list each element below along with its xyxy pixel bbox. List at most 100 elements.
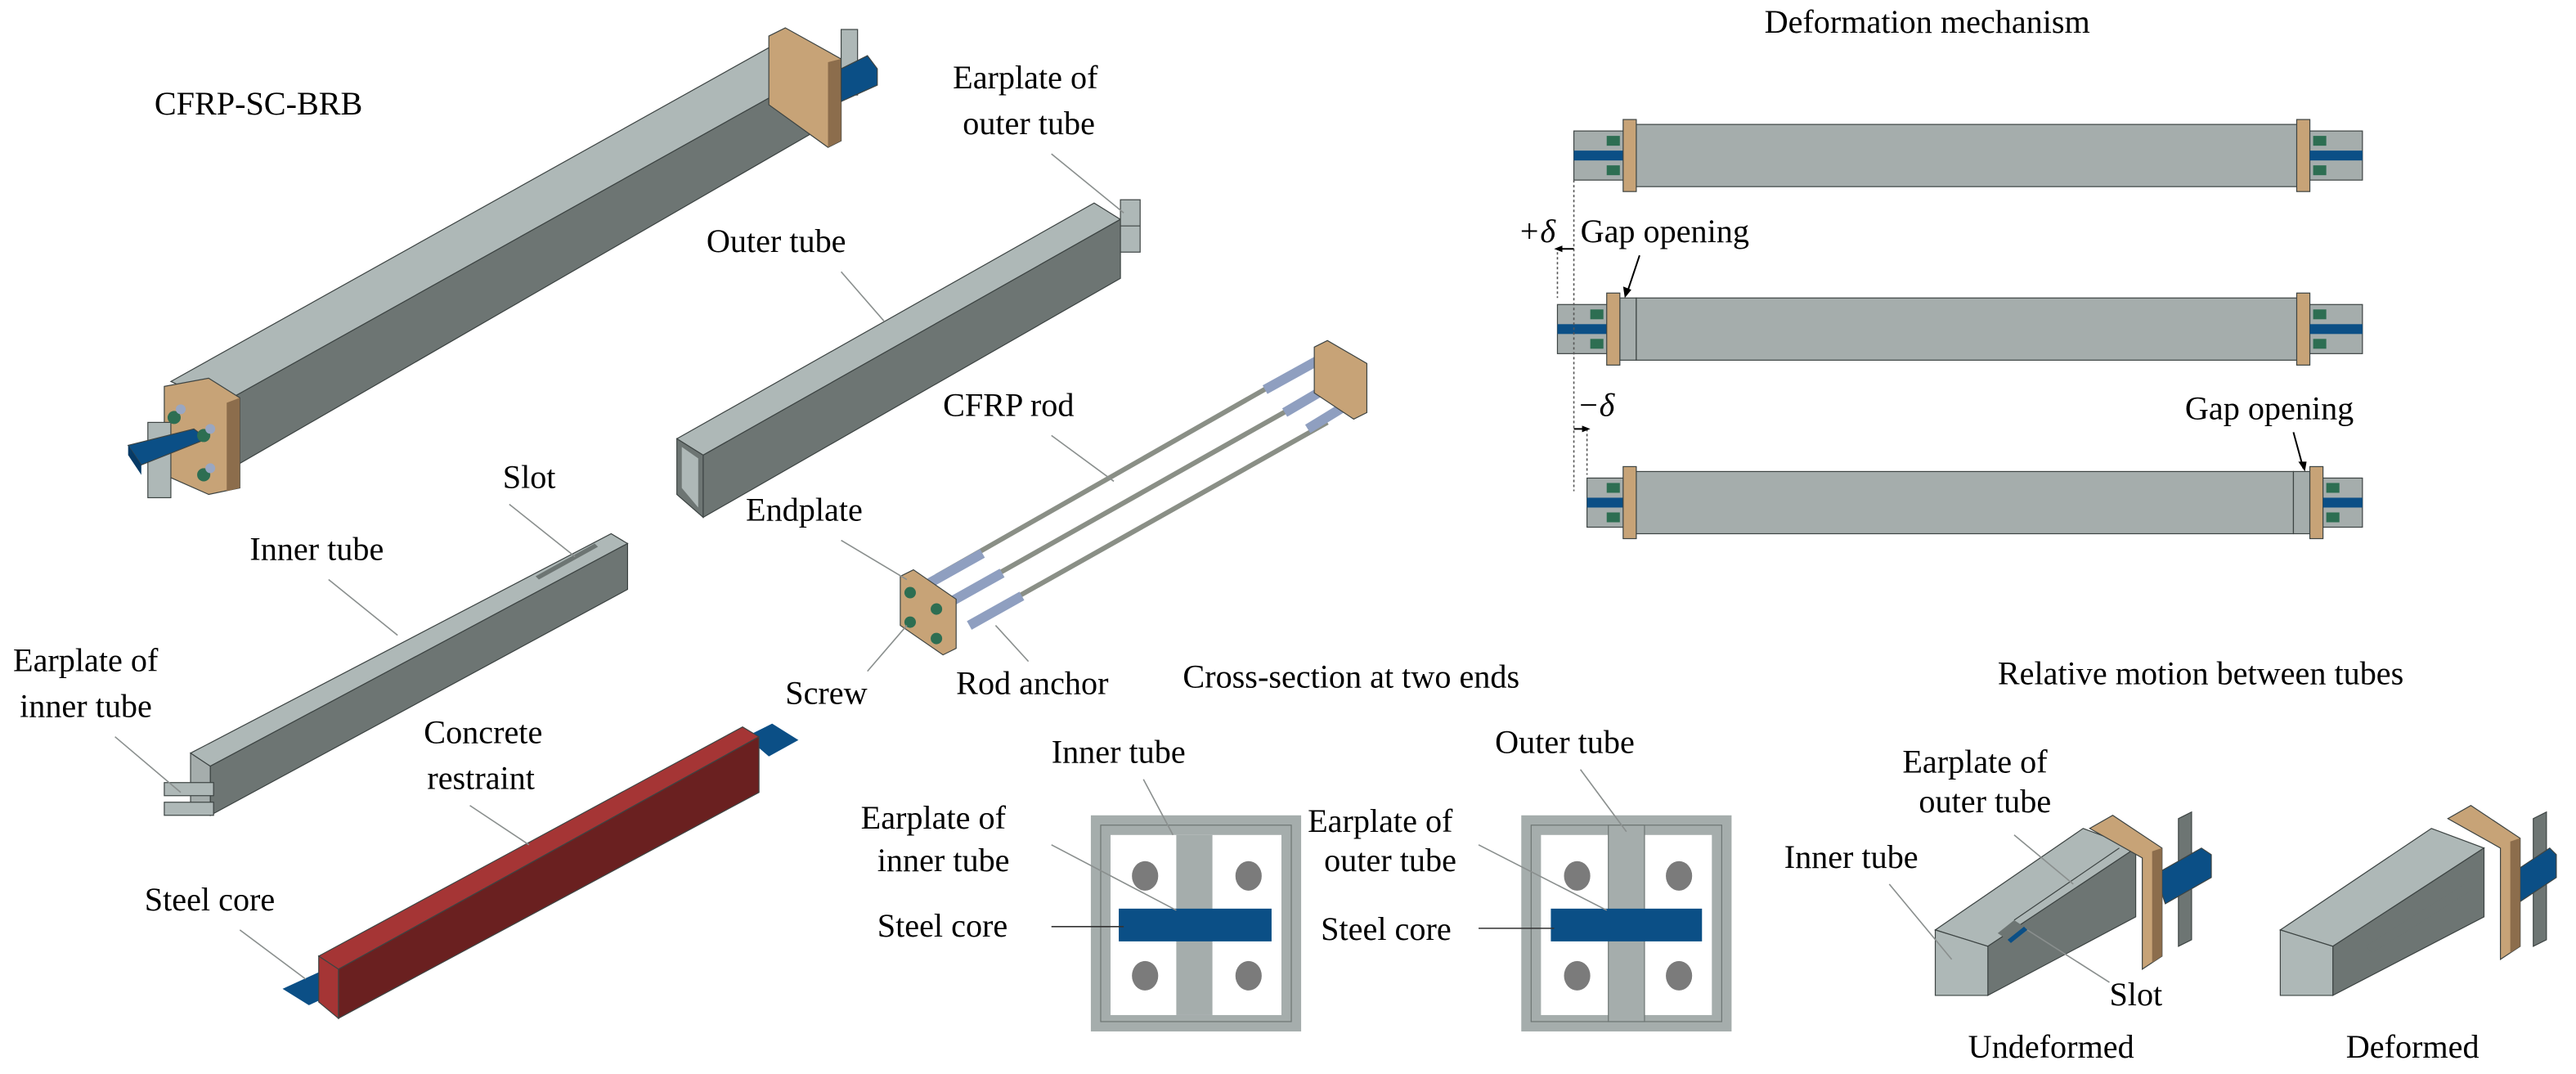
concrete-side-face bbox=[338, 735, 760, 1019]
gap-opening-arrow-1 bbox=[1625, 254, 1640, 295]
leader-endplate bbox=[841, 539, 908, 581]
endplate-side bbox=[2152, 847, 2162, 963]
slot bbox=[2365, 883, 2471, 953]
leader-inner-tube bbox=[1888, 883, 1953, 960]
label-concrete-l1: Concrete bbox=[424, 714, 542, 751]
rod-near-endplate bbox=[900, 568, 957, 656]
label-earplate-l2: inner tube bbox=[877, 842, 1010, 879]
concrete-end-face bbox=[318, 955, 339, 1020]
bolt-icon bbox=[2313, 309, 2327, 320]
leader-outer-tube bbox=[1579, 769, 1627, 833]
cfrp-rod-assembly: Endplate CFRP rod Screw Rod anchor bbox=[746, 339, 1368, 712]
concrete-top-face bbox=[317, 726, 761, 970]
rod-anchor bbox=[947, 568, 1005, 607]
steel-core bbox=[1119, 908, 1272, 941]
relative-motion-panel: Relative motion between tubes Earplate o… bbox=[1784, 655, 2557, 1065]
label-earplate-outer-l2: outer tube bbox=[963, 105, 1095, 142]
label-rod-anchor: Rod anchor bbox=[956, 665, 1108, 702]
leader-slot bbox=[509, 503, 576, 558]
left-endplate bbox=[1622, 119, 1637, 192]
cross-section-panel: Cross-section at two ends Inner tube Ear… bbox=[861, 658, 1732, 1031]
relative-motion-undeformed: Earplate of outer tube Inner tube Slot U… bbox=[1784, 744, 2212, 1065]
leader-inner-tube bbox=[1142, 779, 1174, 836]
assembly-title: CFRP-SC-BRB bbox=[155, 85, 363, 122]
right-endplate bbox=[2296, 292, 2311, 366]
cross-section-outer-end: Outer tube Earplate of outer tube Steel … bbox=[1308, 724, 1732, 1031]
rod-hole bbox=[1235, 861, 1262, 891]
brb-left-endplate-side bbox=[227, 398, 240, 492]
gap-opening-label-2: Gap opening bbox=[2185, 389, 2354, 426]
label-earplate-outer-l1: Earplate of bbox=[953, 59, 1098, 96]
arrowhead-icon bbox=[1554, 245, 1563, 253]
right-core bbox=[2309, 151, 2363, 161]
minus-delta-label: −δ bbox=[1577, 386, 1616, 423]
cross-section-inner-end: Inner tube Earplate of inner tube Steel … bbox=[861, 734, 1302, 1031]
bolt-icon bbox=[167, 411, 181, 425]
bolt-icon bbox=[2313, 165, 2327, 176]
rod-anchor bbox=[967, 591, 1025, 630]
screw-icon bbox=[931, 603, 943, 615]
label-cfrp-rod: CFRP rod bbox=[943, 386, 1074, 423]
leader-earplate bbox=[2013, 834, 2074, 885]
rod-hole bbox=[1132, 861, 1159, 891]
deformation-row-initial bbox=[1573, 119, 2363, 192]
relative-motion-title: Relative motion between tubes bbox=[1998, 655, 2403, 692]
label-earplate-l2: outer tube bbox=[1919, 783, 2051, 820]
label-slot: Slot bbox=[503, 459, 556, 496]
inner-tube-earplate bbox=[164, 782, 214, 797]
label-earplate-l1: Earplate of bbox=[1902, 744, 2048, 780]
bolt-icon bbox=[1606, 512, 1620, 523]
bolt-icon bbox=[1606, 165, 1620, 176]
inner-tube-earplate bbox=[164, 802, 214, 816]
leader-concrete bbox=[469, 805, 530, 846]
arrowhead-icon bbox=[1622, 286, 1631, 299]
rod-hole bbox=[1132, 960, 1159, 991]
cfrp-rod bbox=[971, 420, 1329, 625]
right-core bbox=[2322, 497, 2363, 508]
inner-tube-component: Slot Inner tube Earplate of inner tube bbox=[13, 459, 629, 816]
bolt-icon bbox=[1606, 483, 1620, 493]
rod-hole bbox=[1564, 960, 1591, 991]
deformation-row-compression bbox=[1586, 465, 2363, 540]
left-endplate bbox=[1606, 292, 1621, 366]
rod-near-screws bbox=[904, 586, 943, 645]
label-steel-core: Steel core bbox=[877, 907, 1008, 944]
bolt-icon bbox=[1606, 136, 1620, 146]
rod-hole bbox=[1235, 960, 1262, 991]
assembled-brb: CFRP-SC-BRB bbox=[127, 27, 878, 499]
right-endplate bbox=[2309, 465, 2324, 540]
plus-delta-label: +δ bbox=[1518, 213, 1556, 249]
outer-tube-component: Earplate of outer tube Outer tube bbox=[675, 59, 1141, 519]
rod-hole bbox=[1666, 861, 1693, 891]
label-concrete-l2: restraint bbox=[427, 760, 535, 797]
inner-tube-top-face bbox=[189, 533, 629, 767]
label-inner-tube: Inner tube bbox=[1052, 734, 1186, 771]
gap-segment bbox=[2292, 470, 2311, 535]
bolt-icon bbox=[2313, 339, 2327, 349]
label-inner-tube: Inner tube bbox=[1784, 838, 1919, 875]
leader-rod-anchor bbox=[994, 625, 1030, 663]
inner-tube-slot bbox=[535, 543, 599, 580]
left-endplate bbox=[1622, 465, 1637, 540]
bolt-icon bbox=[2326, 483, 2340, 493]
slot bbox=[1997, 919, 2024, 940]
steel-core bbox=[1551, 908, 1703, 941]
outer-tube-inner-wall bbox=[681, 447, 698, 508]
rod-anchor bbox=[927, 549, 985, 587]
right-endplate bbox=[2296, 119, 2311, 192]
screw-icon bbox=[904, 616, 916, 628]
inner-tube-side-face bbox=[209, 542, 629, 816]
bolt-icon bbox=[1590, 339, 1604, 349]
bolt-icon bbox=[2326, 512, 2340, 523]
steel-core-far-end bbox=[746, 723, 799, 757]
label-screw: Screw bbox=[785, 675, 867, 712]
label-outer-tube: Outer tube bbox=[707, 222, 846, 259]
label-endplate: Endplate bbox=[746, 492, 863, 528]
label-earplate-l2: outer tube bbox=[1324, 842, 1456, 879]
left-core bbox=[1586, 497, 1630, 508]
tube-body bbox=[1636, 297, 2301, 361]
nut-icon bbox=[205, 424, 216, 434]
concrete-restraint-component: Concrete restraint Steel core bbox=[145, 714, 799, 1020]
label-steel-core: Steel core bbox=[145, 881, 275, 918]
earplate-edge bbox=[2013, 847, 2120, 921]
